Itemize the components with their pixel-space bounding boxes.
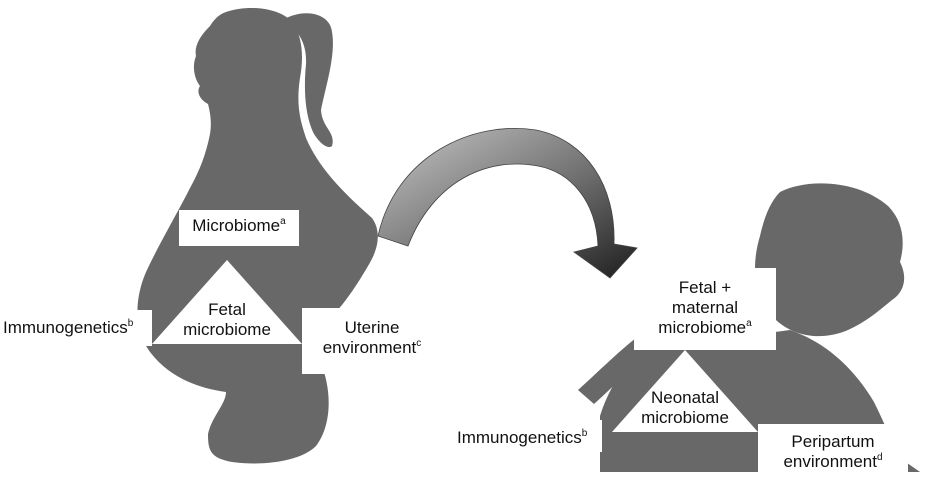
fetal-microbiome-line1: Fetal xyxy=(208,300,246,319)
baby-immunogenetics-sup: b xyxy=(581,428,588,439)
neonatal-microbiome-label: Neonatal microbiome xyxy=(612,388,758,428)
fetal-maternal-line3: microbiome xyxy=(658,318,747,337)
mother-microbiome-label: Microbiomea xyxy=(179,216,299,236)
transfer-arrow xyxy=(377,128,638,279)
fetal-microbiome-label: Fetal microbiome xyxy=(152,300,302,340)
mother-microbiome-sup: a xyxy=(280,216,286,227)
baby-head xyxy=(755,183,905,337)
uterine-line2: environment xyxy=(322,338,417,357)
mother-ponytail xyxy=(283,13,333,148)
fetal-maternal-microbiome-box xyxy=(634,268,776,350)
uterine-environment-box xyxy=(302,308,448,374)
mother-immunogenetics-sup: b xyxy=(127,318,134,329)
peripartum-environment-box xyxy=(758,424,908,477)
mother-immunogenetics-label: Immunogeneticsb xyxy=(3,318,133,338)
uterine-environment-label: Uterine environmentc xyxy=(302,318,442,358)
baby-leg xyxy=(612,428,740,470)
baby-arm xyxy=(578,338,650,404)
uterine-line1: Uterine xyxy=(344,318,400,337)
neonatal-microbiome-triangle xyxy=(612,350,758,432)
fetal-maternal-line1: Fetal + xyxy=(678,278,732,297)
peripartum-line2: environment xyxy=(783,452,877,471)
mother-immunogenetics-text: Immunogenetics xyxy=(3,318,128,337)
neonatal-line1: Neonatal xyxy=(650,388,720,407)
uterine-sup: c xyxy=(416,338,422,349)
mother-immunogenetics-box xyxy=(0,310,152,346)
fetal-microbiome-triangle xyxy=(152,260,302,344)
peripartum-environment-label: Peripartum environmentd xyxy=(758,432,908,472)
peripartum-sup: d xyxy=(877,452,883,463)
baby-immunogenetics-text: Immunogenetics xyxy=(457,428,582,447)
fetal-maternal-line2: maternal xyxy=(671,298,739,317)
fetal-maternal-microbiome-label: Fetal + maternal microbiomea xyxy=(634,278,776,338)
baby-immunogenetics-box xyxy=(452,420,602,452)
baby-immunogenetics-label: Immunogeneticsb xyxy=(457,428,587,448)
fetal-maternal-sup: a xyxy=(746,318,752,329)
neonatal-line2: microbiome xyxy=(641,408,729,427)
mother-microbiome-box xyxy=(179,210,299,246)
fetal-microbiome-line2: microbiome xyxy=(183,320,271,339)
mother-microbiome-text: Microbiome xyxy=(192,216,281,235)
peripartum-line1: Peripartum xyxy=(791,432,875,451)
